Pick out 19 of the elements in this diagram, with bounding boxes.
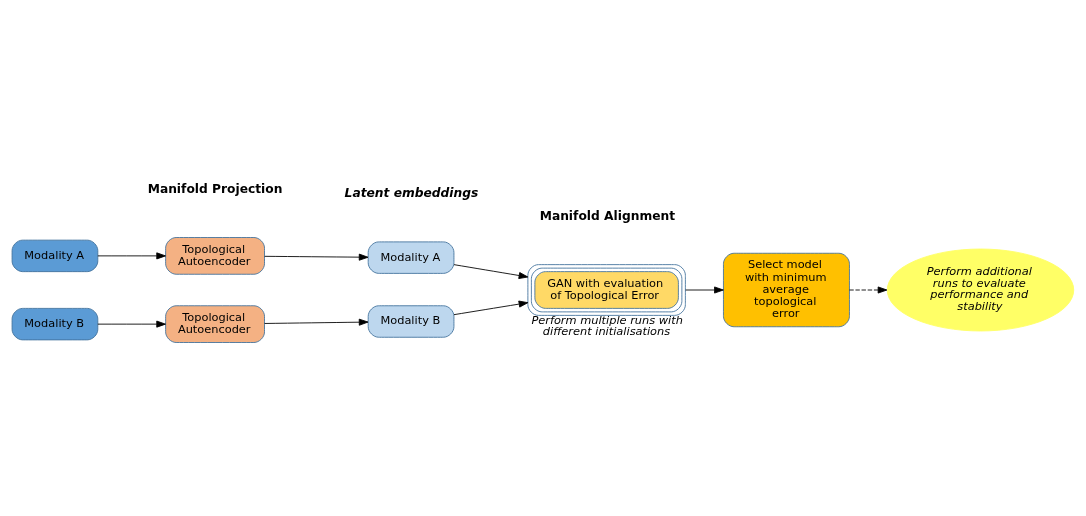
node-box: Modality B [367,304,455,338]
label: Manifold Alignment [539,208,676,223]
arrow [685,286,724,293]
node-box: Modality B [11,307,99,340]
arrow [264,253,369,261]
label: Manifold Projection [147,181,283,196]
arrow [453,300,529,315]
arrow [97,251,166,259]
node-box: Topological Autoencoder [165,236,265,275]
arrow [264,318,369,326]
arrow [849,286,888,293]
arrow [97,320,166,328]
node-box: Topological Autoencoder [165,304,265,343]
node-box: Select model with minimum average topological error [723,252,850,327]
node-box: Modality A [11,239,99,272]
arrow [453,263,529,279]
node-ellipse: Perform additional runs to evaluate performance and stability [886,248,1075,331]
node-box: Modality A [367,240,455,274]
label: Latent embeddings [344,185,479,200]
